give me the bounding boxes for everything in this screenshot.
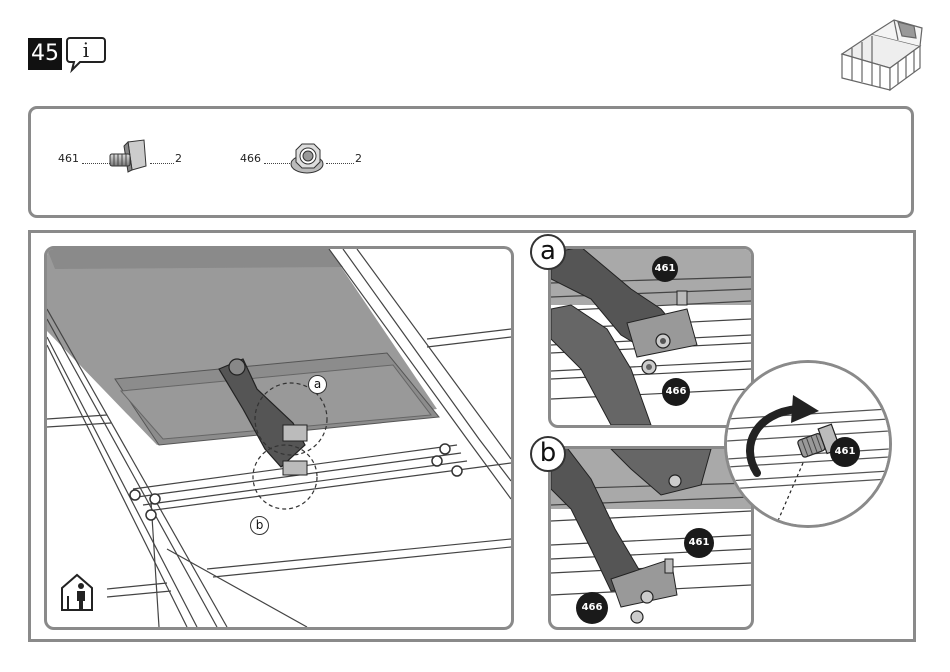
- part-code-461: 461: [58, 152, 79, 165]
- step-number: 45: [28, 38, 62, 70]
- parts-panel: [28, 106, 914, 218]
- badge-461: 461: [652, 256, 678, 282]
- info-bubble-icon: i: [66, 34, 106, 74]
- badge-466: 466: [662, 378, 690, 406]
- badge-466: 466: [576, 592, 608, 624]
- badge-461: 461: [684, 528, 714, 558]
- part-code-466: 466: [240, 152, 261, 165]
- badge-461: 461: [830, 437, 860, 467]
- detail-a-view: [548, 246, 754, 428]
- flange-nut-icon: [288, 140, 326, 178]
- zoom-circle-view: [724, 360, 892, 528]
- part-qty-466: 2: [355, 152, 362, 165]
- leader-line: [264, 163, 290, 164]
- main-assembly-view: [44, 246, 514, 630]
- greenhouse-icon: [832, 14, 926, 92]
- leader-line: [150, 163, 174, 164]
- callout-a: a: [308, 375, 327, 394]
- detail-a-letter: a: [530, 234, 566, 270]
- leader-line: [326, 163, 354, 164]
- svg-text:i: i: [83, 38, 89, 62]
- detail-b-letter: b: [530, 436, 566, 472]
- t-bolt-icon: [108, 138, 150, 178]
- part-qty-461: 2: [175, 152, 182, 165]
- one-person-icon: [60, 572, 94, 612]
- callout-b: b: [250, 516, 269, 535]
